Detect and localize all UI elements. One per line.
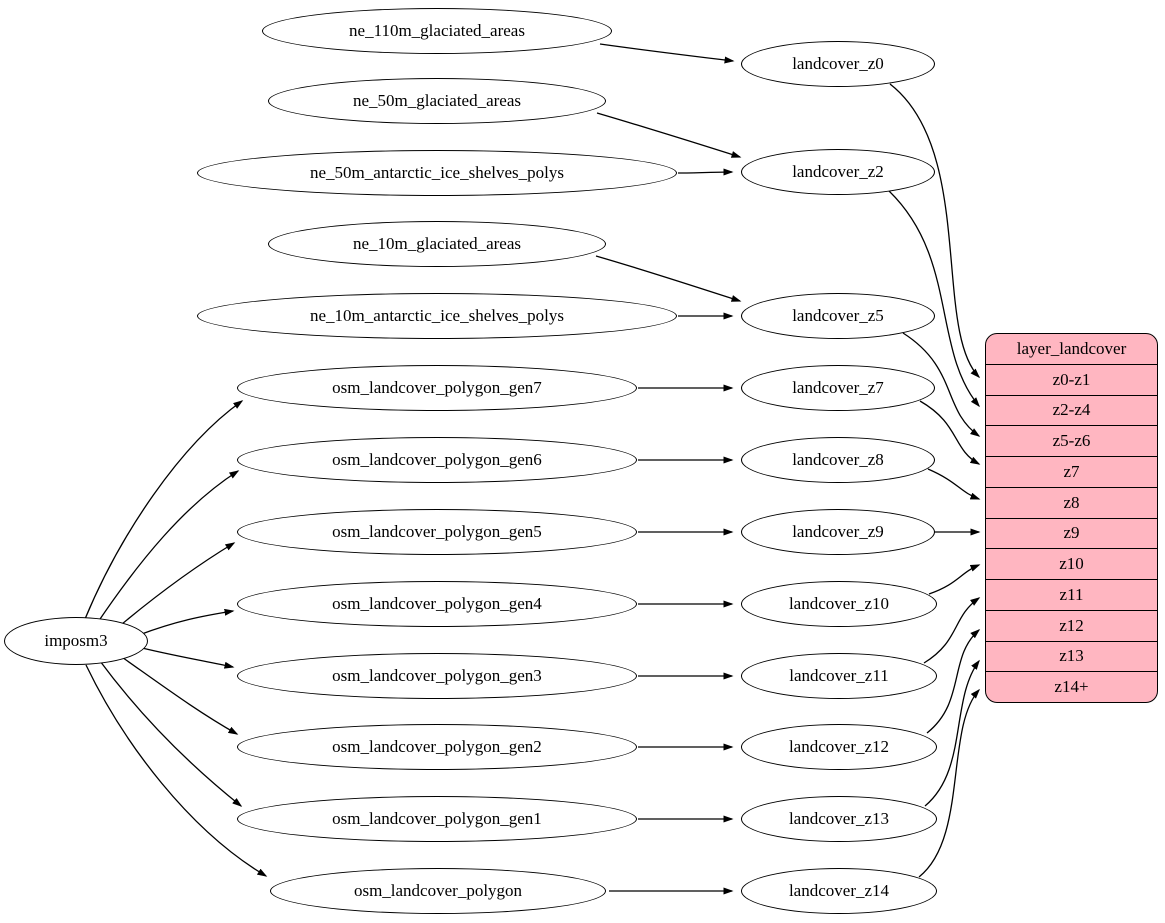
edge-imposm3-to-gen1 xyxy=(99,660,243,807)
edge-imposm3-to-polygon xyxy=(85,664,268,877)
node-ne-110m-glaciated-areas: ne_110m_glaciated_areas xyxy=(262,8,612,54)
table-row-z9: z9 xyxy=(986,517,1157,549)
node-landcover-z12: landcover_z12 xyxy=(741,724,937,770)
node-landcover-z10: landcover_z10 xyxy=(741,581,937,627)
node-landcover-z8: landcover_z8 xyxy=(741,437,935,483)
node-ne-50m-antarctic-ice-shelves-polys: ne_50m_antarctic_ice_shelves_polys xyxy=(197,150,677,196)
node-osm-landcover-polygon-gen1: osm_landcover_polygon_gen1 xyxy=(237,796,637,842)
edge-ne50m-antarctic-to-z2 xyxy=(677,168,734,176)
edge-z12-to-row-z12 xyxy=(926,629,981,734)
table-row-z10: z10 xyxy=(986,548,1157,579)
node-ne-10m-antarctic-ice-shelves-polys: ne_10m_antarctic_ice_shelves_polys xyxy=(197,293,677,339)
edge-ne50m-glaciated-to-z2 xyxy=(596,112,742,158)
table-row-z13: z13 xyxy=(986,640,1157,672)
node-landcover-z0: landcover_z0 xyxy=(741,41,935,87)
edge-z7-to-row-z7 xyxy=(919,400,981,465)
node-landcover-z5: landcover_z5 xyxy=(741,293,935,339)
edge-z2-to-row-z2-z4 xyxy=(888,190,980,408)
edge-z11-to-row-z11 xyxy=(923,597,981,664)
edge-imposm3-to-gen2 xyxy=(118,654,239,735)
edge-ne10m-glaciated-to-z5 xyxy=(595,255,742,302)
edge-imposm3-to-gen5 xyxy=(115,542,236,630)
node-osm-landcover-polygon-gen6: osm_landcover_polygon_gen6 xyxy=(237,437,637,483)
table-title: layer_landcover xyxy=(1016,338,1127,358)
edge-imposm3-to-gen7 xyxy=(84,400,244,620)
node-osm-landcover-polygon: osm_landcover_polygon xyxy=(270,868,606,914)
edge-ne110m-glaciated-to-z0 xyxy=(599,43,735,64)
edge-imposm3-to-gen4 xyxy=(138,608,235,636)
node-imposm3: imposm3 xyxy=(4,617,148,665)
edge-z5-to-row-z5-z6 xyxy=(902,332,981,437)
edge-z13-to-row-z13 xyxy=(924,659,980,807)
node-osm-landcover-polygon-gen4: osm_landcover_polygon_gen4 xyxy=(237,581,637,627)
node-landcover-z7: landcover_z7 xyxy=(741,365,935,411)
table-row-z12: z12 xyxy=(986,609,1157,641)
node-landcover-z2: landcover_z2 xyxy=(741,149,935,195)
table-row-z8: z8 xyxy=(986,486,1157,518)
table-row-z14plus: z14+ xyxy=(986,671,1157,702)
node-osm-landcover-polygon-gen5: osm_landcover_polygon_gen5 xyxy=(237,509,637,555)
edge-z14-to-row-z14 xyxy=(918,688,980,878)
table-layer-landcover: layer_landcover z0-z1 z2-z4 z5-z6 z7 z8 … xyxy=(985,333,1158,703)
table-row-z2-z4: z2-z4 xyxy=(986,394,1157,426)
node-ne-50m-glaciated-areas: ne_50m_glaciated_areas xyxy=(268,78,606,124)
edge-imposm3-to-gen6 xyxy=(97,470,240,623)
node-osm-landcover-polygon-gen3: osm_landcover_polygon_gen3 xyxy=(237,653,637,699)
node-landcover-z14: landcover_z14 xyxy=(741,868,937,914)
edge-z10-to-row-z10 xyxy=(928,564,981,595)
node-landcover-z9: landcover_z9 xyxy=(741,509,935,555)
node-osm-landcover-polygon-gen7: osm_landcover_polygon_gen7 xyxy=(237,365,637,411)
table-row-z5-z6: z5-z6 xyxy=(986,425,1157,456)
table-row-z11: z11 xyxy=(986,579,1157,610)
node-landcover-z11: landcover_z11 xyxy=(741,653,937,699)
node-ne-10m-glaciated-areas: ne_10m_glaciated_areas xyxy=(268,221,606,267)
node-osm-landcover-polygon-gen2: osm_landcover_polygon_gen2 xyxy=(237,724,637,770)
table-row-z7: z7 xyxy=(986,456,1157,487)
edge-z0-to-row-z0-z1 xyxy=(889,83,981,379)
table-row-z0-z1: z0-z1 xyxy=(986,363,1157,395)
edge-imposm3-to-gen3 xyxy=(141,647,235,669)
node-landcover-z13: landcover_z13 xyxy=(741,796,937,842)
edge-z8-to-row-z8 xyxy=(927,468,981,500)
